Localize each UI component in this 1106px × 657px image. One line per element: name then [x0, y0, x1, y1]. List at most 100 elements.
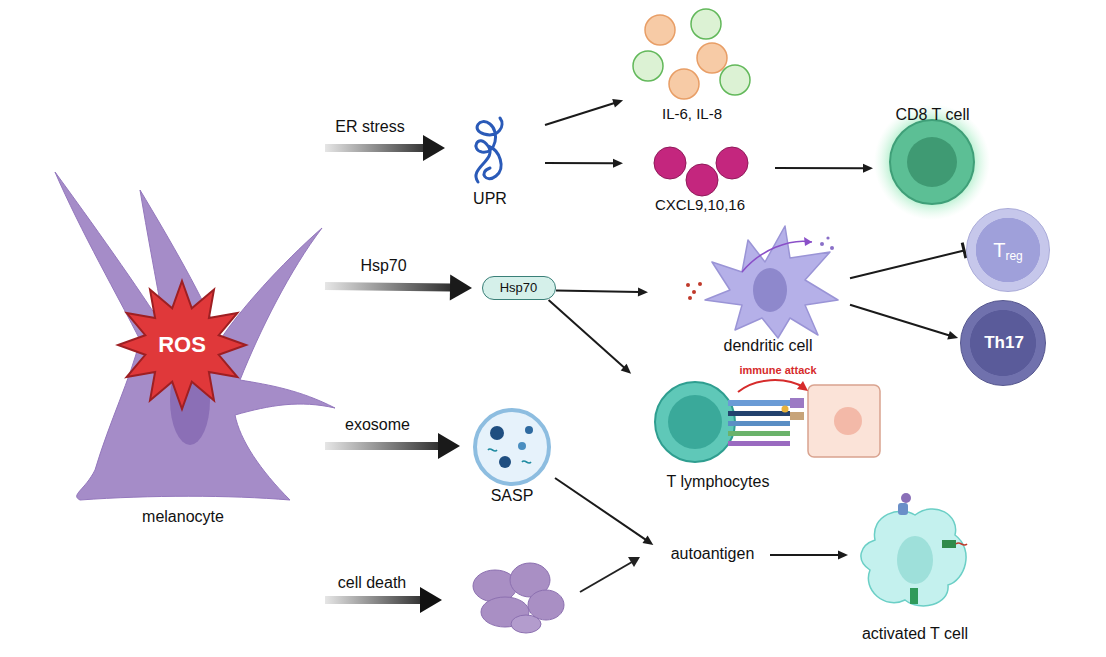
- activated-t-cell-shape: [898, 503, 908, 515]
- melanocyte-cell: [55, 172, 335, 500]
- cytokine-node: IL-6, IL-8: [625, 10, 755, 125]
- arrow-head: [612, 99, 623, 108]
- arrow-connector: [545, 159, 623, 168]
- node-label: Th17: [961, 333, 1047, 353]
- t-cell-attack: [808, 385, 880, 457]
- annotation-label: immune attack: [728, 364, 828, 377]
- node-label: autoantigen: [655, 545, 770, 563]
- connector-line: [555, 478, 646, 540]
- node-label: IL-6, IL-8: [625, 105, 759, 122]
- exosome-vesicle: [499, 456, 511, 468]
- arrow-connector: [556, 288, 648, 297]
- edge-label: ER stress: [310, 118, 430, 136]
- t-cell-attack: [728, 431, 790, 436]
- activated-t-cell-node: activated T cell: [850, 495, 990, 645]
- dendritic-cell-shape: [826, 236, 829, 239]
- cd8-cell: [874, 104, 990, 220]
- dendritic-cell-shape: [686, 226, 838, 338]
- debris-arrow: [580, 557, 640, 592]
- dendritic-cell-node: dendritic cell: [650, 218, 850, 358]
- arrow-head: [643, 536, 654, 545]
- ros-burst: [118, 281, 246, 409]
- t-cell-attack: [655, 380, 880, 462]
- sasp-node: SASP: [470, 407, 555, 507]
- node-label: ROS: [122, 332, 242, 357]
- arrow-head: [450, 275, 472, 301]
- node-label: T lymphocytes: [630, 473, 806, 491]
- arrow-head: [947, 331, 958, 340]
- node-label: dendritic cell: [668, 337, 868, 355]
- node-label: SASP: [470, 487, 554, 505]
- exosome-vesicle: [488, 449, 497, 451]
- cell-death-arrow: [325, 596, 420, 604]
- exosome-vesicle: [475, 410, 549, 484]
- arrow-head: [621, 364, 631, 374]
- hsp70-pill: Hsp70: [482, 276, 556, 300]
- cytokine-circles: [669, 69, 699, 99]
- connector-line: [850, 305, 950, 336]
- cell-debris: [511, 615, 541, 633]
- activated-t-cell-shape: [942, 540, 956, 548]
- upr-node: UPR: [455, 115, 545, 215]
- chemokine-circles: [716, 147, 748, 179]
- arrow-head: [423, 135, 445, 161]
- dendritic-cell-shape: [698, 282, 702, 286]
- dendritic-cell-shape: [742, 241, 812, 272]
- connector-line: [545, 162, 614, 164]
- exosome-vesicle: [490, 426, 504, 440]
- chemokine-circles: [654, 147, 748, 196]
- activated-t-cell-shape: [901, 493, 911, 503]
- edge-label: Hsp70: [324, 257, 444, 275]
- t-cell-attack: [668, 395, 722, 449]
- t-cell-attack: [782, 406, 789, 413]
- arrow-connector: [549, 300, 632, 374]
- chemokine-circles: [686, 164, 718, 196]
- node-label: CD8 T cell: [875, 106, 990, 124]
- cytokine-circles: [633, 51, 663, 81]
- connector-line: [556, 290, 639, 292]
- node-label: T: [993, 239, 1005, 262]
- node-label: UPR: [455, 190, 525, 208]
- t-cell-attack: [797, 381, 808, 391]
- ros-burst: [118, 281, 246, 409]
- t-cell-attack: [728, 441, 790, 446]
- dendritic-cell-shape: [705, 226, 838, 338]
- activated-t-cell-shape: [956, 543, 967, 545]
- edge-label: exosome: [318, 416, 438, 434]
- cytokine-circles: [697, 43, 727, 73]
- t-cell-attack: [790, 412, 804, 420]
- arrow-head: [438, 433, 460, 459]
- melanocyte-node: melanocyte ROS: [40, 130, 325, 530]
- node-label: Hsp70: [483, 281, 554, 296]
- t-lymphocyte-node: T lymphocytes: [630, 375, 890, 495]
- cell-death-arrow: [420, 587, 442, 613]
- debris-arrow: [628, 557, 640, 567]
- t-cell-attack: [790, 398, 804, 408]
- exosome-vesicle: [522, 461, 531, 463]
- dendritic-cell-shape: [688, 296, 692, 300]
- connector-line: [850, 251, 964, 279]
- t-cell-attack: [655, 382, 735, 462]
- cytokine-circles: [720, 65, 750, 95]
- dendritic-cell-shape: [692, 290, 696, 294]
- label-wrap: Treg: [967, 209, 1049, 291]
- cell-debris: [473, 563, 564, 633]
- chemokine-node: CXCL9,10,16: [625, 145, 775, 215]
- connector-line: [325, 442, 439, 450]
- exosome-vesicle: [525, 426, 533, 434]
- arrow-head: [863, 164, 873, 173]
- cd8-cell: [890, 120, 974, 204]
- cytokine-circles: [691, 9, 721, 39]
- activated-t-cell-shape: [861, 493, 967, 606]
- t-cell-attack: [728, 411, 790, 416]
- dendritic-cell-shape: [804, 237, 812, 246]
- chemokine-circles: [654, 147, 686, 179]
- cd8-node: CD8 T cell: [875, 100, 990, 210]
- exosome-vesicle: [518, 442, 526, 450]
- connector-line: [325, 144, 424, 152]
- connector-line: [325, 286, 451, 288]
- node-label: melanocyte: [83, 508, 283, 526]
- dendritic-cell-shape: [820, 242, 824, 246]
